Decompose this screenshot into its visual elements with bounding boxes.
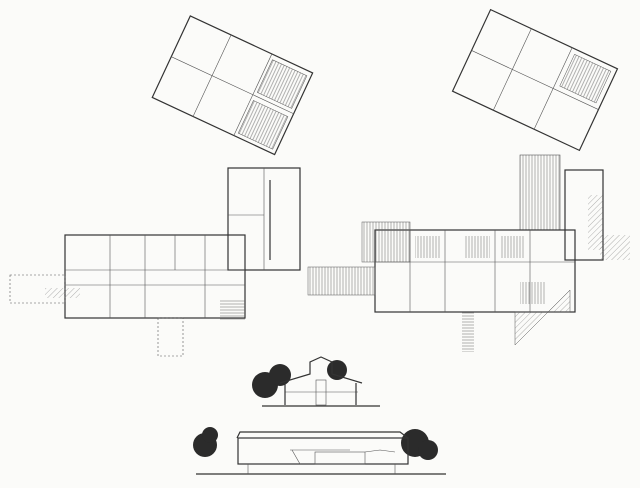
right-floor-plan [307, 8, 630, 352]
large-section-drawing [193, 427, 446, 475]
right-rotated-wing [451, 8, 619, 152]
small-section-drawing [252, 356, 380, 407]
left-floor-plan [9, 15, 314, 357]
left-rotated-wing [151, 15, 314, 156]
